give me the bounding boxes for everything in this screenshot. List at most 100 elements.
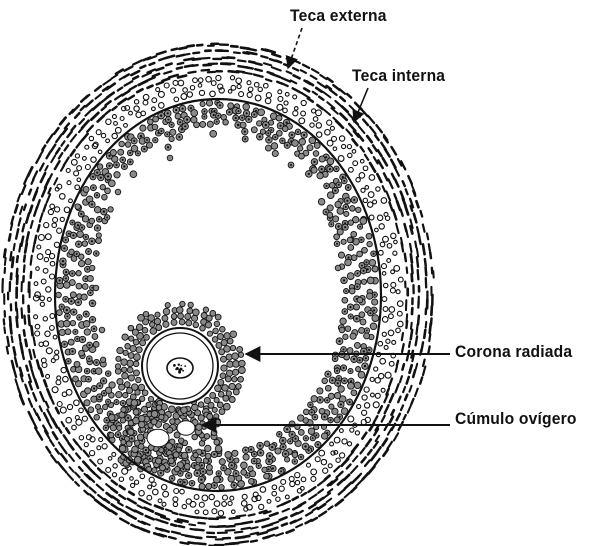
granulosa-nucleus — [106, 216, 108, 219]
theca-interna-cell — [34, 291, 41, 298]
granulosa-cell — [371, 265, 379, 273]
theca-interna-cell — [185, 498, 193, 505]
theca-externa-cell — [22, 264, 26, 273]
cumulus-cell — [114, 363, 122, 370]
theca-interna-cell — [63, 206, 71, 214]
theca-externa-cell — [38, 162, 45, 172]
cumulus-cell — [214, 444, 223, 453]
theca-interna-cell — [247, 86, 254, 93]
theca-externa-cell — [187, 70, 197, 75]
theca-externa-cell — [415, 323, 419, 336]
theca-externa-cell — [348, 104, 356, 112]
cumulus-cell — [143, 334, 150, 341]
granulosa-cell — [366, 292, 374, 300]
theca-interna-cell — [338, 452, 346, 459]
cumulus-cell — [192, 321, 200, 329]
granulosa-nucleus — [326, 373, 330, 376]
theca-externa-cell — [91, 101, 102, 111]
granulosa-nucleus — [315, 434, 318, 437]
granulosa-nucleus — [61, 260, 65, 263]
cumulus-cell — [195, 456, 202, 464]
theca-externa-cell — [387, 178, 394, 190]
granulosa-nucleus — [117, 433, 120, 436]
granulosa-cell — [347, 381, 355, 390]
granulosa-nucleus — [336, 382, 339, 385]
theca-interna-cell — [369, 392, 375, 398]
theca-externa-cell — [38, 212, 44, 223]
granulosa-cell — [312, 150, 320, 157]
theca-interna-cell — [352, 160, 359, 167]
theca-interna-cell — [395, 327, 401, 334]
cumulus-cell — [149, 321, 156, 328]
granulosa-cell — [310, 395, 318, 403]
granulosa-nucleus — [329, 419, 332, 422]
theca-externa-cell — [319, 73, 328, 81]
cumulus-cell — [212, 327, 219, 335]
theca-externa-cell — [101, 503, 112, 512]
theca-externa-cell — [82, 449, 90, 458]
theca-externa-cell — [343, 481, 353, 490]
theca-externa-cell — [351, 474, 361, 485]
theca-externa-cell — [373, 427, 380, 437]
theca-externa-cell — [377, 405, 384, 415]
granulosa-nucleus — [285, 428, 289, 431]
theca-externa-cell — [228, 516, 241, 520]
theca-interna-cell — [180, 93, 188, 100]
theca-externa-cell — [63, 144, 70, 152]
theca-interna-cell — [208, 493, 215, 501]
granulosa-cell — [247, 465, 254, 472]
cumulus-cell — [219, 326, 226, 333]
theca-interna-cell — [113, 120, 118, 126]
theca-externa-cell — [376, 148, 383, 158]
cumulus-cell — [231, 376, 238, 383]
cumulus-cell — [161, 314, 169, 322]
granulosa-nucleus — [326, 399, 329, 402]
granulosa-nucleus — [320, 168, 323, 171]
theca-interna-cell — [49, 260, 56, 267]
theca-externa-cell — [52, 126, 60, 136]
cumulus-cell — [149, 327, 158, 335]
theca-interna-cell — [284, 494, 290, 500]
granulosa-nucleus — [360, 264, 363, 267]
cumulus-cell — [221, 384, 229, 392]
granulosa-nucleus — [64, 298, 67, 301]
cumulus-cell — [173, 431, 181, 439]
theca-externa-cell — [241, 71, 253, 76]
cumulus-cell — [174, 466, 181, 473]
granulosa-cell — [62, 319, 71, 328]
theca-externa-cell — [28, 360, 33, 370]
theca-externa-cell — [25, 364, 29, 372]
scattered-granulosa-cell — [346, 236, 354, 244]
theca-externa-cell — [409, 252, 414, 264]
granulosa-cell — [84, 387, 92, 395]
granulosa-nucleus — [364, 357, 367, 360]
granulosa-nucleus — [166, 112, 169, 115]
granulosa-cell — [342, 333, 349, 340]
theca-externa-cell — [118, 517, 130, 525]
theca-interna-cell — [65, 416, 73, 424]
theca-externa-cell — [308, 493, 318, 501]
granulosa-cell — [350, 230, 358, 238]
theca-interna-cell — [47, 208, 55, 216]
theca-interna-cell — [48, 273, 56, 280]
granulosa-nucleus — [143, 147, 146, 151]
granulosa-cell — [274, 447, 282, 455]
theca-externa-cell — [334, 498, 345, 507]
granulosa-cell — [93, 206, 102, 214]
granulosa-nucleus — [103, 392, 106, 395]
cumulus-cell — [127, 324, 135, 332]
theca-externa-cell — [55, 133, 63, 144]
granulosa-nucleus — [107, 400, 109, 403]
granulosa-nucleus — [81, 226, 84, 229]
theca-externa-cell — [47, 187, 52, 195]
granulosa-cell — [218, 484, 225, 491]
theca-externa-cell — [304, 518, 313, 525]
theca-externa-cell — [359, 145, 366, 153]
theca-externa-cell — [62, 156, 70, 167]
theca-externa-cell — [352, 455, 359, 463]
theca-externa-cell — [411, 353, 415, 363]
cumulus-cell — [222, 402, 231, 411]
theca-externa-cell — [335, 470, 344, 479]
granulosa-nucleus — [345, 290, 347, 292]
cumulus-cell — [185, 319, 193, 327]
